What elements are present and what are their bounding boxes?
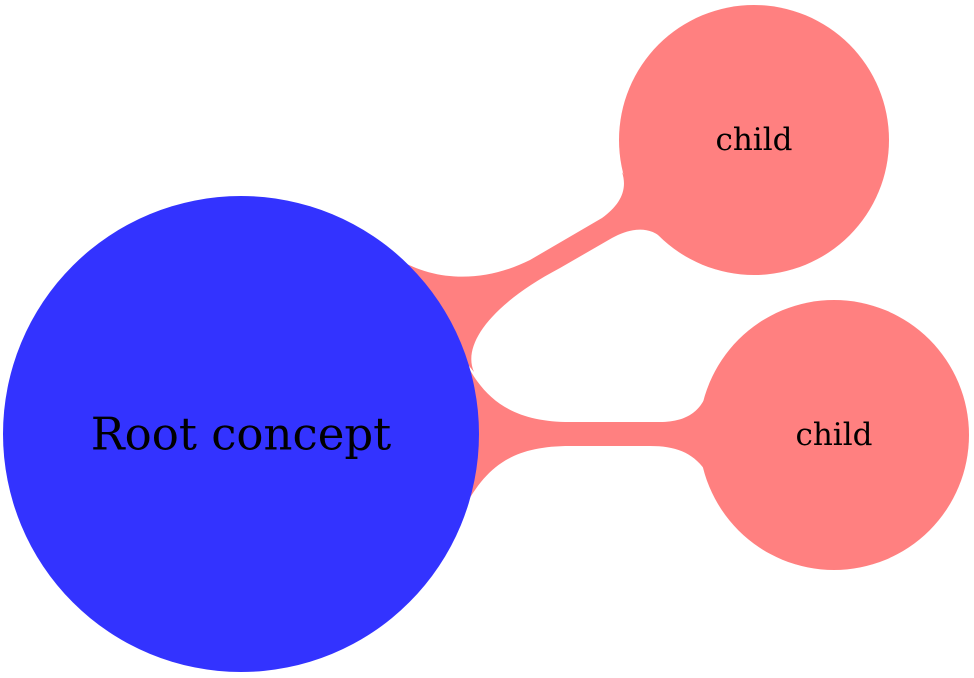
root-node-label: Root concept [91, 408, 391, 461]
child-node-1-label: child [715, 122, 792, 158]
connector-root-to-child-1 [396, 172, 664, 372]
child-node-1 [619, 5, 889, 275]
child-node-2-label: child [795, 417, 872, 453]
child-node-2 [699, 300, 969, 570]
connector-root-to-child-2 [462, 370, 705, 512]
root-node [3, 196, 479, 672]
